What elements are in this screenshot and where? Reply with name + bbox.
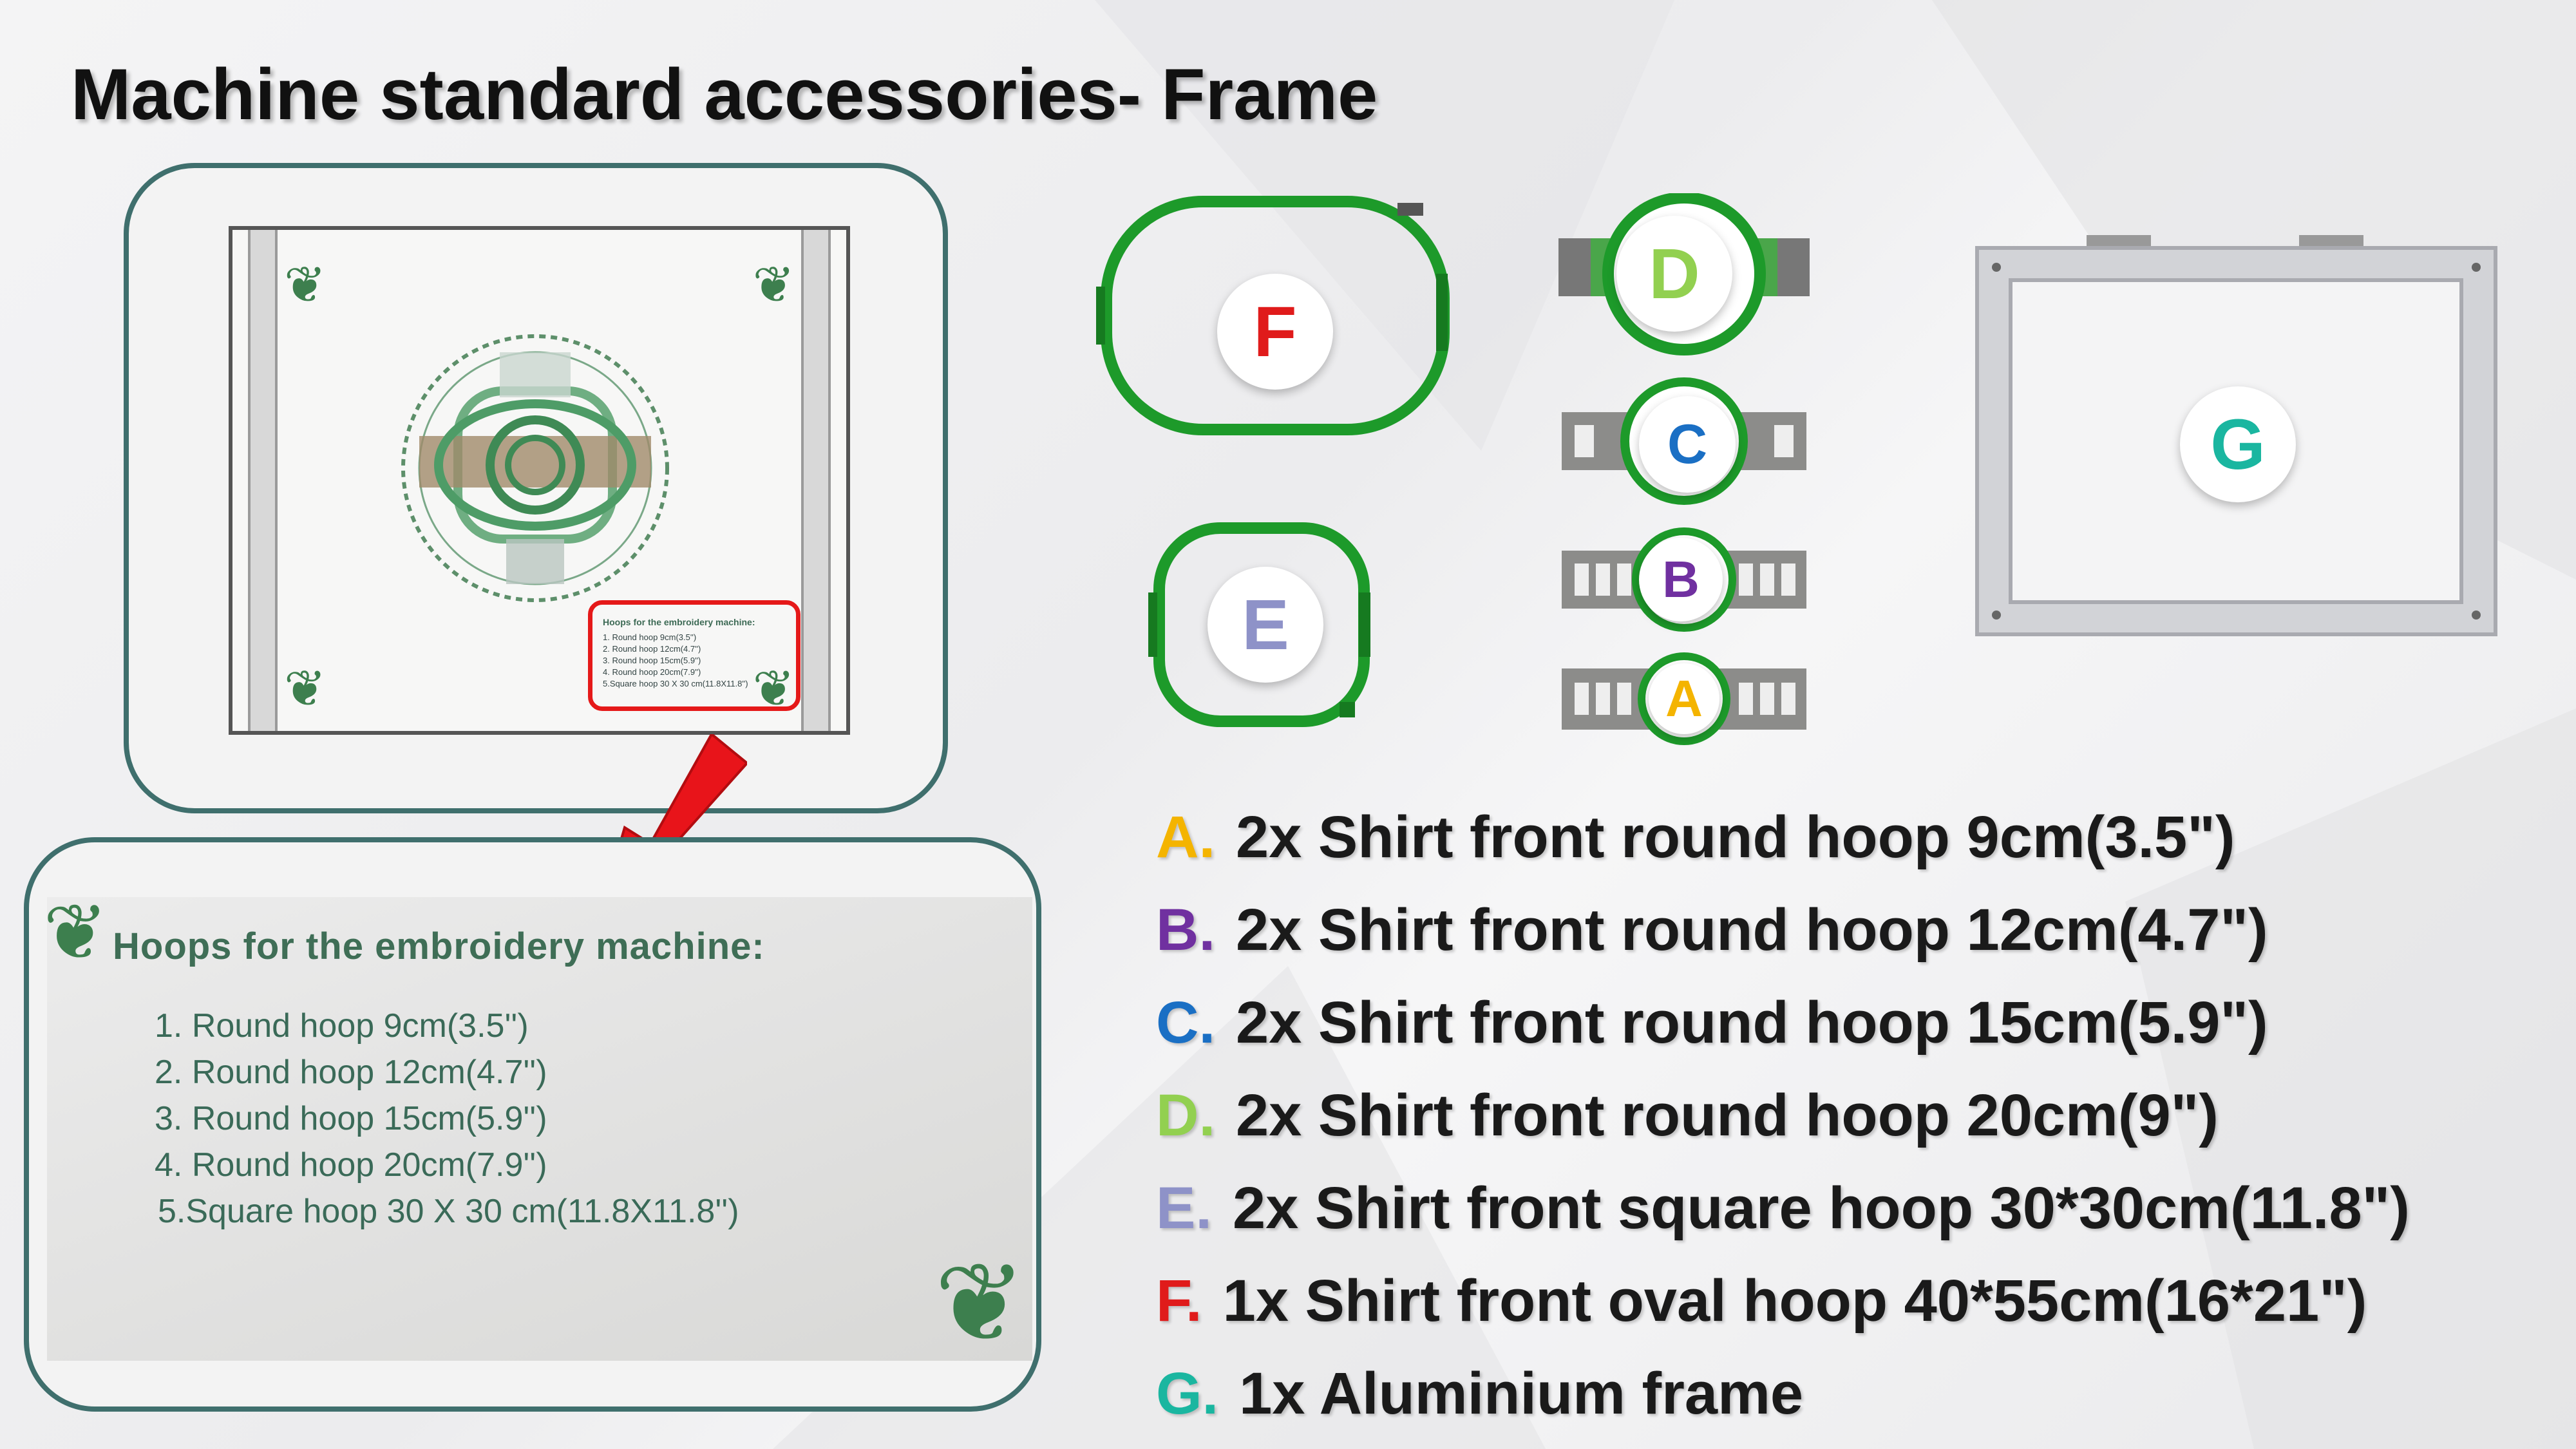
legend-item-c: C. 2x Shirt front round hoop 15cm(5.9") <box>1156 984 2410 1077</box>
box-label-line: 1. Round hoop 9cm(3.5'') <box>603 632 697 642</box>
label-closeup-photo: ❦ ❦ <box>43 889 1032 1365</box>
closeup-line: 1. Round hoop 9cm(3.5'') <box>155 1007 529 1045</box>
corner-leaf-icon: ❦ <box>934 1242 1026 1365</box>
legend-item-a: A. 2x Shirt front round hoop 9cm(3.5") <box>1156 799 2410 891</box>
badge-a: A <box>1649 663 1719 734</box>
corner-leaf-icon: ❦ <box>284 660 327 717</box>
hoop-f-oval-image <box>1096 196 1450 435</box>
badge-d: D <box>1616 216 1732 332</box>
legend-key: G. <box>1156 1361 1219 1426</box>
corner-leaf-icon: ❦ <box>752 256 795 313</box>
legend-key: E. <box>1156 1175 1212 1241</box>
closeup-heading: Hoops for the embroidery machine: <box>113 925 765 967</box>
corner-leaf-icon: ❦ <box>43 889 108 976</box>
badge-e: E <box>1208 567 1323 683</box>
box-hoop-illustration <box>401 334 669 602</box>
legend-key: C. <box>1156 990 1215 1056</box>
legend-item-f: F. 1x Shirt front oval hoop 40*55cm(16*21… <box>1156 1262 2410 1355</box>
badge-c: C <box>1639 396 1736 493</box>
box-label-line: 2. Round hoop 12cm(4.7'') <box>603 644 701 654</box>
closeup-line: 5.Square hoop 30 X 30 cm(11.8X11.8'') <box>158 1193 739 1230</box>
box-label-line: 4. Round hoop 20cm(7.9'') <box>603 667 701 677</box>
legend-key: B. <box>1156 897 1215 963</box>
legend-item-e: E. 2x Shirt front square hoop 30*30cm(11.… <box>1156 1170 2410 1262</box>
legend-text: 2x Shirt front round hoop 20cm(9") <box>1236 1083 2219 1148</box>
legend-key: F. <box>1156 1268 1202 1334</box>
box-label-heading: Hoops for the embroidery machine: <box>603 617 755 627</box>
badge-f: F <box>1217 274 1333 390</box>
box-photo-panel: ❦ ❦ ❦ ❦ Hoops for the embroidery machine… <box>124 163 948 813</box>
legend-text: 2x Shirt front round hoop 9cm(3.5") <box>1236 804 2235 870</box>
box-right-edge <box>801 230 831 731</box>
box-label-line: 5.Square hoop 30 X 30 cm(11.8X11.8'') <box>603 679 748 688</box>
label-closeup-panel: ❦ ❦ Hoops for the embroidery machine: 1.… <box>24 837 1041 1412</box>
legend-item-d: D. 2x Shirt front round hoop 20cm(9") <box>1156 1077 2410 1170</box>
legend-text: 2x Shirt front square hoop 30*30cm(11.8"… <box>1232 1175 2410 1241</box>
page-title: Machine standard accessories- Frame <box>71 54 1378 135</box>
badge-g: G <box>2180 386 2296 502</box>
box-left-edge <box>248 230 278 731</box>
legend-item-b: B. 2x Shirt front round hoop 12cm(4.7") <box>1156 891 2410 984</box>
closeup-line: 2. Round hoop 12cm(4.7'') <box>155 1054 547 1091</box>
legend-text: 2x Shirt front round hoop 15cm(5.9") <box>1236 990 2268 1056</box>
closeup-line: 3. Round hoop 15cm(5.9'') <box>155 1100 547 1137</box>
box-label-line: 3. Round hoop 15cm(5.9'') <box>603 656 701 665</box>
accessory-legend: A. 2x Shirt front round hoop 9cm(3.5") B.… <box>1156 799 2410 1448</box>
corner-leaf-icon: ❦ <box>284 256 327 313</box>
legend-key: A. <box>1156 804 1215 870</box>
hoop-box-photo: ❦ ❦ ❦ ❦ Hoops for the embroidery machine… <box>229 226 850 735</box>
box-label-highlight: Hoops for the embroidery machine: 1. Rou… <box>588 600 800 711</box>
closeup-line: 4. Round hoop 20cm(7.9'') <box>155 1146 547 1184</box>
legend-text: 2x Shirt front round hoop 12cm(4.7") <box>1236 897 2268 963</box>
badge-b: B <box>1639 538 1723 621</box>
hoop-e-square-image <box>1148 522 1370 727</box>
legend-item-g: G. 1x Aluminium frame <box>1156 1355 2410 1448</box>
legend-text: 1x Shirt front oval hoop 40*55cm(16*21") <box>1222 1268 2367 1334</box>
legend-text: 1x Aluminium frame <box>1239 1361 1804 1426</box>
legend-key: D. <box>1156 1083 1215 1148</box>
